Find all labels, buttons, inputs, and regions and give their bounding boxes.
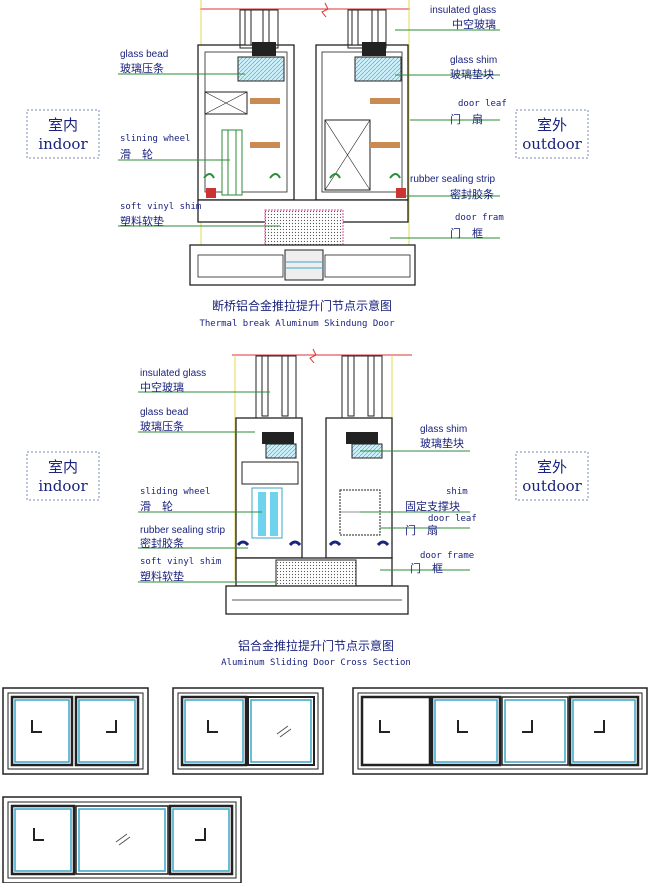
- s2-insulated-glass-cn: 中空玻璃: [140, 380, 184, 394]
- s1-insulated-glass-cn: 中空玻璃: [452, 17, 496, 31]
- s1-door-leaf-en: door leaf: [458, 99, 507, 109]
- s1-indoor-en: indoor: [38, 135, 88, 153]
- s2-sliding-wheel-cn: 滑 轮: [140, 499, 173, 513]
- s1-glass-shim-en: glass shim: [450, 55, 497, 66]
- elevation-4: [2, 796, 242, 883]
- s2-outdoor-cn: 室外: [537, 458, 567, 476]
- s2-soft-vinyl-en: soft vinyl shim: [140, 557, 221, 567]
- section2-drawing: [225, 348, 412, 615]
- s2-glass-bead-cn: 玻璃压条: [140, 419, 184, 433]
- s2-door-frame-en: door frame: [420, 551, 474, 561]
- section1-drawing: [189, 0, 416, 286]
- s2-indoor-leaf-profile: [235, 355, 303, 559]
- s1-sliding-wheel-cn: 滑 轮: [120, 147, 153, 161]
- section2-labels: insulated glass 中空玻璃 glass bead 玻璃压条 gla…: [140, 368, 477, 583]
- s1-door-frame-cn: 门 框: [450, 226, 483, 240]
- s1-rubber-strip-en: rubber sealing strip: [410, 174, 495, 185]
- s2-door-frame-profile: [225, 557, 409, 615]
- s1-rubber-strip-cn: 密封胶条: [450, 187, 494, 201]
- s2-outdoor-box: 室外 outdoor: [515, 451, 589, 501]
- elevation-2: [172, 687, 324, 775]
- s2-glass-bead-en: glass bead: [140, 407, 188, 418]
- s2-door-leaf-cn: 门 扇: [405, 523, 438, 537]
- s1-outdoor-en: outdoor: [522, 135, 582, 153]
- s2-rubber-strip-en: rubber sealing strip: [140, 525, 225, 536]
- s2-outdoor-en: outdoor: [522, 477, 582, 495]
- s2-indoor-en: indoor: [38, 477, 88, 495]
- s1-indoor-cn: 室内: [48, 116, 78, 134]
- elevation-1: [2, 687, 149, 775]
- s2-rubber-strip-cn: 密封胶条: [140, 536, 184, 550]
- section1-labels: insulated glass 中空玻璃 glass bead 玻璃压条 gla…: [120, 5, 507, 240]
- s2-soft-vinyl-cn: 塑料软垫: [140, 569, 184, 583]
- s2-title-en: Aluminum Sliding Door Cross Section: [221, 658, 411, 668]
- s2-insulated-glass-en: insulated glass: [140, 368, 206, 379]
- s2-glass-shim-en: glass shim: [420, 424, 467, 435]
- s1-sliding-wheel-en: slining wheel: [120, 134, 190, 144]
- section1-leaders: [118, 29, 500, 239]
- s1-title-cn: 断桥铝合金推拉提升门节点示意图: [212, 298, 392, 313]
- s1-outdoor-cn: 室外: [537, 116, 567, 134]
- s2-title-cn: 铝合金推拉提升门节点示意图: [238, 638, 394, 653]
- door-frame-profile: [189, 199, 416, 286]
- outdoor-leaf-profile: [315, 9, 409, 201]
- s1-insulated-glass-en: insulated glass: [430, 5, 496, 16]
- s2-shim-cn: 固定支撑块: [405, 499, 460, 513]
- s2-door-frame-cn: 门 框: [410, 561, 443, 575]
- s1-door-frame-en: door fram: [455, 213, 504, 223]
- s1-glass-bead-en: glass bead: [120, 49, 168, 60]
- s2-glass-shim-cn: 玻璃垫块: [420, 436, 464, 450]
- s1-glass-shim-cn: 玻璃垫块: [450, 67, 494, 81]
- s1-soft-vinyl-en: soft vinyl shim: [120, 202, 201, 212]
- indoor-leaf-profile: [197, 9, 295, 201]
- s2-shim-en: shim: [446, 487, 468, 497]
- s1-title-en: Thermal break Aluminum Skindung Door: [199, 319, 395, 329]
- s1-indoor-box: 室内 indoor: [26, 109, 100, 159]
- elevation-3: [352, 687, 648, 775]
- s2-indoor-box: 室内 indoor: [26, 451, 100, 501]
- s2-indoor-cn: 室内: [48, 458, 78, 476]
- s1-glass-bead-cn: 玻璃压条: [120, 61, 164, 75]
- s2-door-leaf-en: door leaf: [428, 514, 477, 524]
- s1-door-leaf-cn: 门 扇: [450, 112, 483, 126]
- section2-leaders: [138, 391, 470, 583]
- s1-outdoor-box: 室外 outdoor: [515, 109, 589, 159]
- s1-soft-vinyl-cn: 塑料软垫: [120, 214, 164, 228]
- s2-sliding-wheel-en: sliding wheel: [140, 487, 210, 497]
